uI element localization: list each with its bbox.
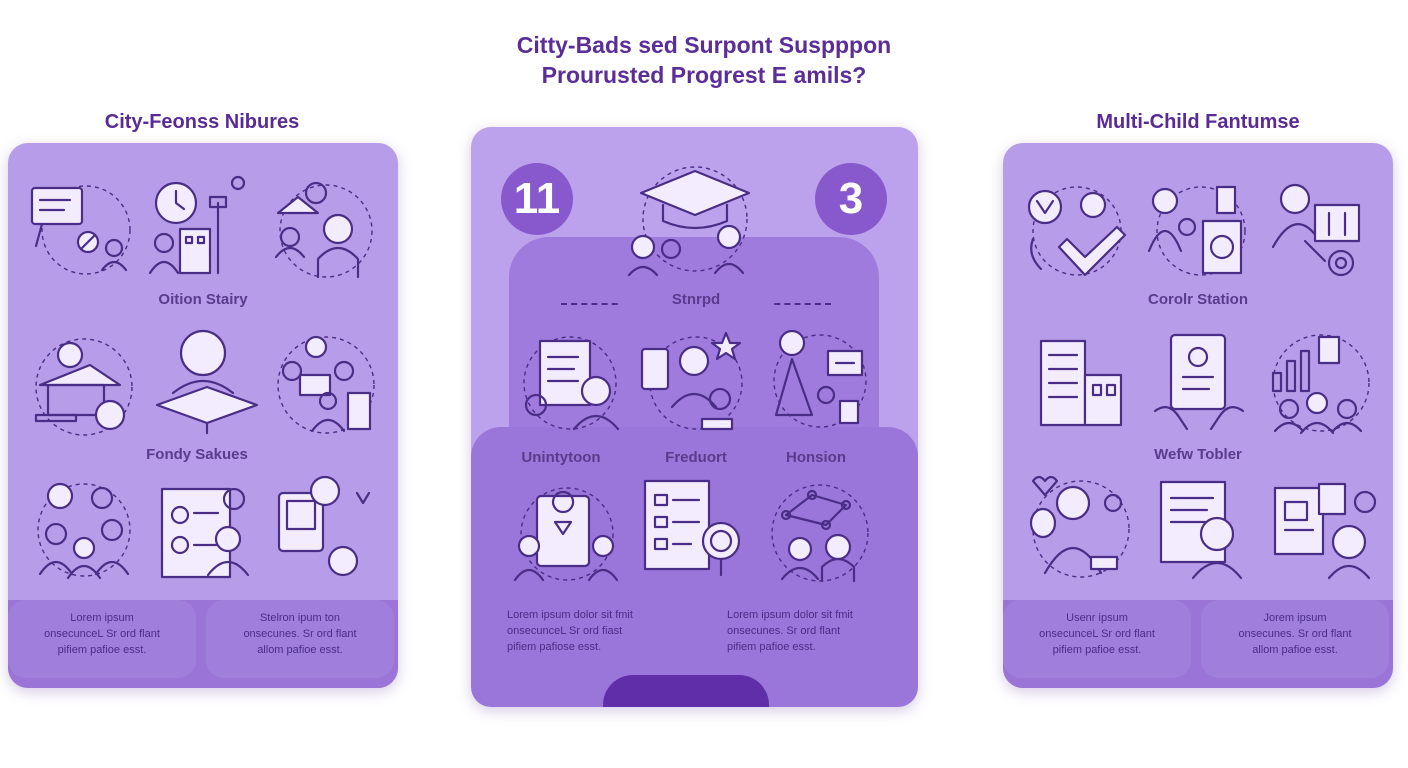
graduation-cap-icon	[627, 166, 751, 277]
family-icon	[274, 181, 373, 279]
left-foot2-line2: onsecunes. Sr ord flant	[243, 628, 357, 640]
buildings-icon	[1039, 339, 1123, 427]
left-footer: Lorem ipsum onsecunceL Sr ord flant pifi…	[8, 600, 398, 688]
left-column-title: City-Feonss Nibures	[104, 111, 300, 133]
computer-family-icon	[773, 329, 867, 428]
center-foot2-line2: onsecunes. Sr ord flant	[727, 625, 841, 637]
left-foot2-line1: Stelron ipum ton	[259, 612, 341, 624]
badge-right-number: 3	[815, 163, 887, 235]
ribbon-label: Stnrpd	[621, 291, 771, 308]
left-footer-text-1: Lorem ipsum onsecunceL Sr ord flant pifi…	[8, 600, 196, 678]
presentation-icon	[30, 185, 131, 275]
center-label-a: Unintytoon	[521, 449, 601, 466]
right-footer: Usenr ipsum onsecunceL Sr ord flant pifi…	[1003, 600, 1393, 688]
right-foot2-line2: onsecunes. Sr ord flant	[1238, 628, 1352, 640]
right-foot1-line2: onsecunceL Sr ord flant	[1039, 628, 1155, 640]
title-line-1: Citty-Bads sed Surpont Suspppon	[516, 32, 892, 58]
id-badge-icon	[277, 475, 371, 577]
right-column-title: Multi-Child Fantumse	[1096, 111, 1300, 133]
center-foot2-line1: Lorem ipsum dolor sit fmit	[727, 609, 853, 621]
left-panel: Oition Stairy Fondy Sakues Lorem ipsum o…	[8, 143, 398, 688]
house-person-icon	[34, 338, 133, 436]
left-label-1: Oition Stairy	[158, 291, 248, 308]
center-bottom-tab	[603, 675, 769, 707]
id-card-hands-icon	[1153, 333, 1245, 431]
left-foot2-line3: allom pafioe esst.	[257, 644, 343, 656]
right-label-2: Wefw Tobler	[1154, 446, 1242, 463]
team-icon	[37, 482, 131, 580]
checklist-person-icon	[523, 336, 620, 431]
center-foot1-line2: onsecunceL Sr ord fiast	[507, 625, 623, 637]
group-classroom-icon	[277, 335, 375, 434]
right-foot1-line3: pifiem pafioe esst.	[1052, 644, 1142, 656]
analytics-group-icon	[1271, 334, 1370, 435]
right-label-1: Corolr Station	[1148, 291, 1248, 308]
parent-heart-icon	[1029, 475, 1130, 578]
lightbulb-people-icon	[1027, 186, 1127, 277]
left-label-2: Fondy Sakues	[146, 446, 248, 463]
right-foot1-line1: Usenr ipsum	[1066, 612, 1128, 624]
page-title: Citty-Bads sed Surpont Suspppon Prourust…	[0, 30, 1408, 90]
left-foot1-line1: Lorem ipsum	[70, 612, 134, 624]
right-footer-text-2: Jorem ipsum onsecunes. Sr ord flant allo…	[1201, 600, 1389, 678]
right-foot2-line3: allom pafioe esst.	[1252, 644, 1338, 656]
network-people-icon	[771, 484, 869, 583]
form-search-icon	[643, 479, 741, 577]
right-foot2-line1: Jorem ipsum	[1263, 612, 1327, 624]
graduate-icon	[155, 329, 259, 435]
center-foot2-line3: pifiem pafioe esst.	[727, 641, 816, 653]
left-footer-text-2: Stelron ipum ton onsecunes. Sr ord flant…	[206, 600, 394, 678]
center-label-b: Freduort	[665, 449, 727, 466]
badge-left-number: 11	[501, 163, 573, 235]
center-footer-text-2: Lorem ipsum dolor sit fmit onsecunes. Sr…	[727, 607, 907, 655]
report-child-icon	[1273, 482, 1377, 580]
clock-building-icon	[148, 175, 246, 275]
center-label-c: Honsion	[786, 449, 846, 466]
title-line-2: Prourusted Progrest E amils?	[541, 62, 867, 88]
center-foot1-line1: Lorem ipsum dolor sit fmit	[507, 609, 633, 621]
clipboard-student-icon	[1159, 480, 1243, 580]
child-document-icon	[1147, 185, 1246, 276]
tablet-teacher-icon	[640, 331, 743, 431]
center-panel: 11 3 Stnrpd Unintytoon Freduort Honsion	[471, 127, 918, 707]
left-foot1-line2: onsecunceL Sr ord flant	[44, 628, 160, 640]
right-footer-text-1: Usenr ipsum onsecunceL Sr ord flant pifi…	[1003, 600, 1191, 678]
center-foot1-line3: pifiem pafiose esst.	[507, 641, 602, 653]
location-family-icon	[513, 487, 619, 582]
right-panel: Corolr Station Wefw Tobler	[1003, 143, 1393, 688]
profile-document-icon	[160, 487, 250, 579]
left-foot1-line3: pifiem pafioe esst.	[57, 644, 147, 656]
center-footer-text-1: Lorem ipsum dolor sit fmit onsecunceL Sr…	[507, 607, 687, 655]
parent-gears-icon	[1271, 183, 1361, 277]
